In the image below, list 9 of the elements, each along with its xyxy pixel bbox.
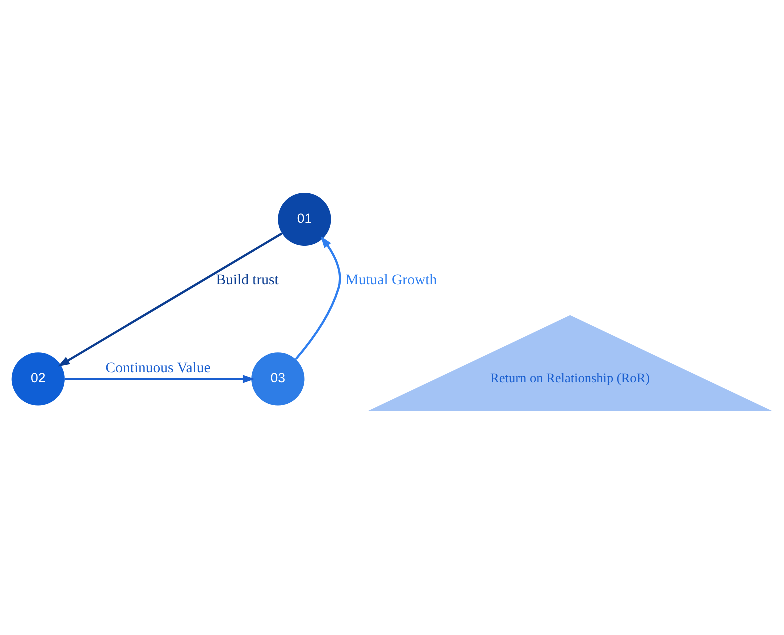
edge-label: Mutual Growth xyxy=(346,272,438,288)
arrow xyxy=(64,374,255,383)
node-circle: 01 xyxy=(278,192,332,246)
node-circle: 03 xyxy=(252,352,305,406)
node-circle: 02 xyxy=(12,352,65,406)
arrow xyxy=(58,232,283,366)
edge-label: Continuous Value xyxy=(106,360,211,376)
edge-label: Build trust xyxy=(216,272,279,288)
arrow xyxy=(295,236,342,360)
